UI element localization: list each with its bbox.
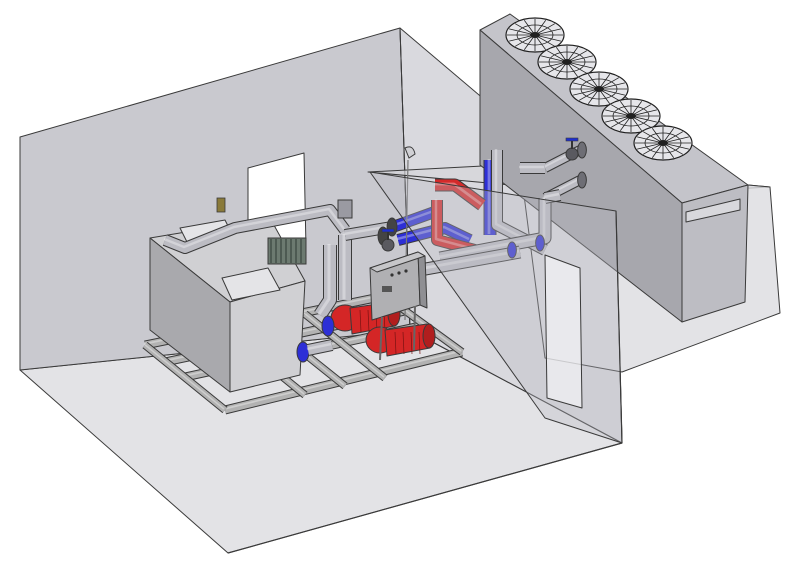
frame-crossbar-1-highlight [143,343,225,410]
frame-crossbar-3 [303,311,387,381]
gray-pipe-vertical-a [315,245,336,319]
glass-edge [615,210,623,444]
cooler-valve-top-lever [565,137,579,142]
pump-motor-end [422,323,436,349]
cooler-flange-bottom [577,171,587,189]
panel-indicator [404,269,408,273]
gray-pipe-lower-run [438,198,551,264]
fan-5 [633,125,693,161]
fan-hub [594,86,604,92]
blue-pipe-lower [396,223,473,245]
fan-hub [658,140,668,146]
gray-pipe-bottom-run-highlight [418,249,520,271]
gray-pipe-to-cooler-highlight [543,192,560,199]
motor-fin [418,331,421,355]
blue-pipe-upper-highlight [388,207,440,229]
motor-fin [394,331,397,355]
blue-pipe-lower-highlight [396,225,470,241]
plate-heat-exchanger [267,237,307,265]
red-pipe-riser [432,200,477,255]
fan-hub [562,59,572,65]
fan-1 [505,17,565,53]
cooler-label-plate [685,198,741,223]
fan-ring [612,105,650,127]
frame-crossbar-1 [143,342,227,413]
panel-leg-right [413,305,416,351]
fan-hub [626,113,636,119]
tank-hatch [221,267,281,301]
motor-fin [410,331,413,355]
fan-ring [580,78,618,100]
pipe-flange-a [507,241,517,259]
pump-2 [365,323,436,357]
header-valve-lever [381,228,395,233]
gray-pipe-lower-run-highlight [438,197,546,259]
panel-indicator [397,271,401,275]
pipework [162,146,562,321]
control-panel [369,251,428,361]
red-pipe-upper-highlight [434,182,482,206]
front-glass-partition [227,171,623,554]
header-valve-stem [387,231,389,240]
gray-pipe-to-cooler [544,190,561,203]
wall-vent-cap [404,146,416,159]
tank-gauge [216,197,226,213]
panel-switch [382,286,392,292]
panel-indicator [390,273,394,277]
pump-set [296,301,436,363]
cooler-valve-top-stem [571,140,573,149]
pump-discharge-flange [321,315,335,337]
cooler-flange-top [577,141,587,159]
fan-ring [548,51,586,73]
fan-ring [516,24,554,46]
gray-pipe-bottom-run [419,246,521,276]
red-pipe-riser-highlight [434,199,475,251]
fan-ring [644,132,682,154]
fan-2 [537,44,597,80]
front-door [544,254,583,409]
panel-top [369,251,426,273]
fan-4 [601,98,661,134]
panel-side [417,251,428,309]
fan-hub [530,32,540,38]
buffer-tank [149,197,307,393]
outdoor-cooler-unit [479,13,781,373]
panel-leg-left [379,316,383,361]
motor-fin [359,309,362,333]
motor-fin [402,331,405,355]
pipe-flange-b [535,234,545,252]
gray-pipe-top-run [163,205,349,253]
fan-3 [569,71,629,107]
frame-crossbar-3-highlight [303,312,385,378]
header-valve [381,238,395,252]
pump-suction-pipe-highlight [306,342,332,351]
gray-pipe-top-run-highlight [163,207,345,249]
floor-front-edge [227,442,623,554]
motor-fin [367,309,370,333]
cooler-valve-top [565,147,579,161]
gray-pipe-vertical-a-highlight [317,244,331,315]
pump-suction-pipe [306,340,334,355]
expansion-vessel [337,199,353,219]
